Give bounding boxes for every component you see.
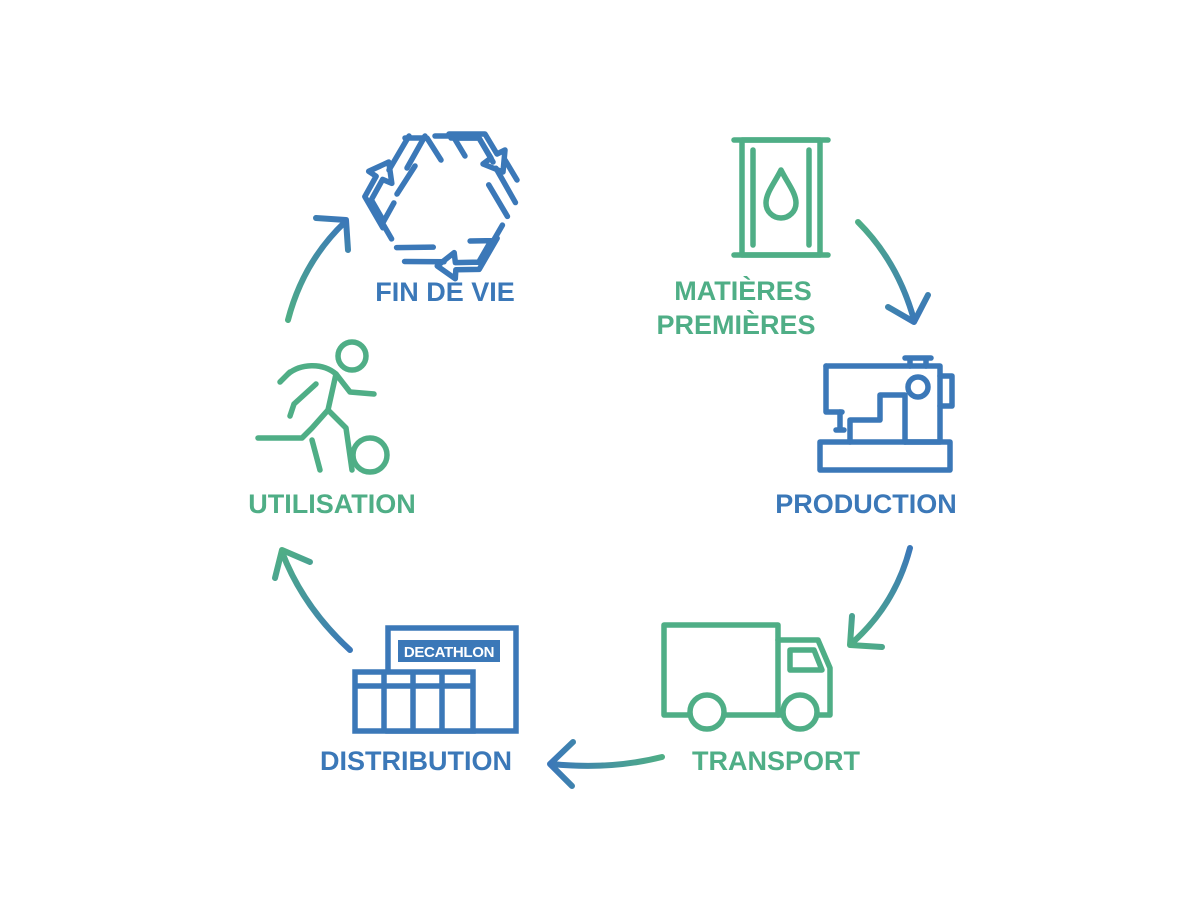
- store-sign: [398, 640, 500, 662]
- store-sign-text: DECATHLON: [404, 644, 494, 661]
- label-matieres-line1: MATIÈRES: [674, 275, 812, 306]
- arrow-distribution-to-utilisation: [272, 547, 353, 653]
- arrow-transport-to-distribution: [547, 739, 665, 789]
- store-icon: DECATHLON: [352, 625, 519, 734]
- oil-barrel-icon: [731, 137, 831, 258]
- sewing-machine-icon: [817, 355, 955, 473]
- arrow-utilisation-to-fin-de-vie: [285, 215, 351, 323]
- recycle-icon: [362, 131, 520, 282]
- label-production: PRODUCTION: [775, 489, 957, 519]
- arrow-matieres-to-production: [855, 219, 931, 325]
- label-utilisation: UTILISATION: [248, 489, 415, 519]
- label-distribution: DISTRIBUTION: [320, 746, 512, 776]
- arrow-production-to-transport: [847, 545, 913, 650]
- football-player-icon: [255, 339, 390, 475]
- label-fin-de-vie: FIN DE VIE: [375, 277, 515, 307]
- truck-icon: [661, 622, 833, 732]
- label-matieres-line2: PREMIÈRES: [656, 309, 815, 340]
- label-transport: TRANSPORT: [692, 746, 861, 776]
